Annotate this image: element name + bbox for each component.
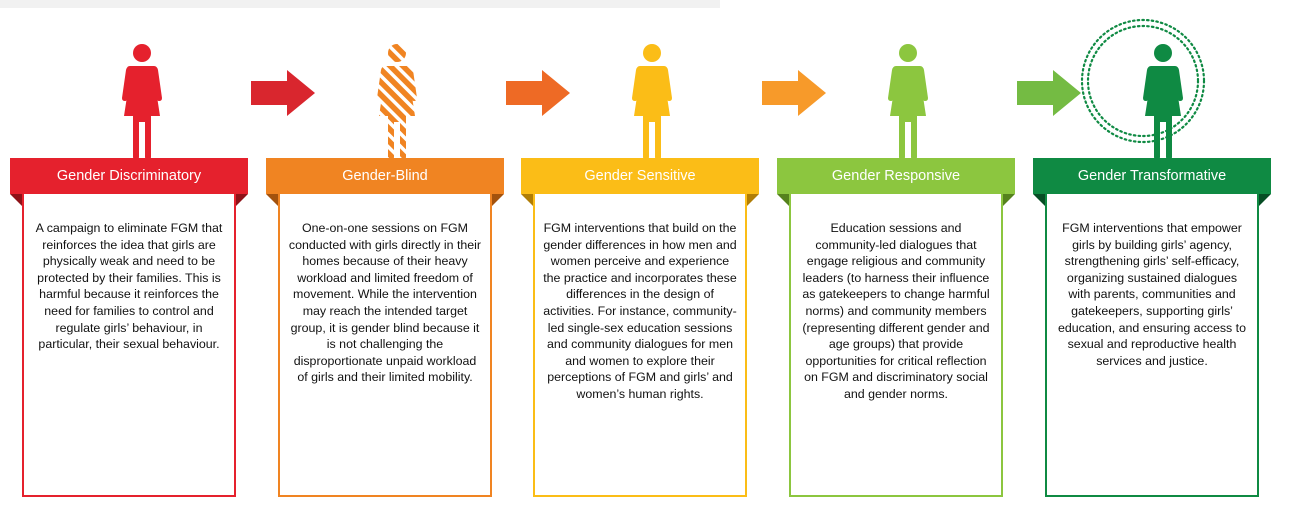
stage-title: Gender Sensitive: [521, 158, 759, 194]
haloed-female-figure-icon: [1143, 44, 1183, 160]
ribbon-fold-left: [1033, 194, 1045, 206]
stage-title: Gender-Blind: [266, 158, 504, 194]
stage-title: Gender Responsive: [777, 158, 1015, 194]
right-arrow-icon: [251, 70, 315, 116]
stage-description: FGM interventions that build on the gend…: [533, 194, 747, 497]
stage-description: One-on-one sessions on FGM conducted wit…: [278, 194, 492, 497]
stage-title: Gender Transformative: [1033, 158, 1271, 194]
stage-description: Education sessions and community-led dia…: [789, 194, 1003, 497]
ribbon-fold-right: [1003, 194, 1015, 206]
stage-title: Gender Discriminatory: [10, 158, 248, 194]
ribbon-fold-left: [777, 194, 789, 206]
ribbon-fold-right: [236, 194, 248, 206]
solid-female-figure-icon: [632, 44, 672, 160]
right-arrow-icon: [1017, 70, 1081, 116]
ribbon-fold-right: [1259, 194, 1271, 206]
ribbon-fold-left: [266, 194, 278, 206]
solid-female-figure-icon: [122, 44, 162, 160]
stage-description: FGM interventions that empower girls by …: [1045, 194, 1259, 497]
top-divider: [0, 0, 720, 8]
ribbon-fold-right: [747, 194, 759, 206]
striped-female-figure-icon: [377, 44, 417, 160]
ribbon-fold-left: [521, 194, 533, 206]
right-arrow-icon: [506, 70, 570, 116]
right-arrow-icon: [762, 70, 826, 116]
halo-ring-icon: [1080, 18, 1206, 144]
stage-description: A campaign to eliminate FGM that reinfor…: [22, 194, 236, 497]
ribbon-fold-left: [10, 194, 22, 206]
ribbon-fold-right: [492, 194, 504, 206]
solid-female-figure-icon: [888, 44, 928, 160]
